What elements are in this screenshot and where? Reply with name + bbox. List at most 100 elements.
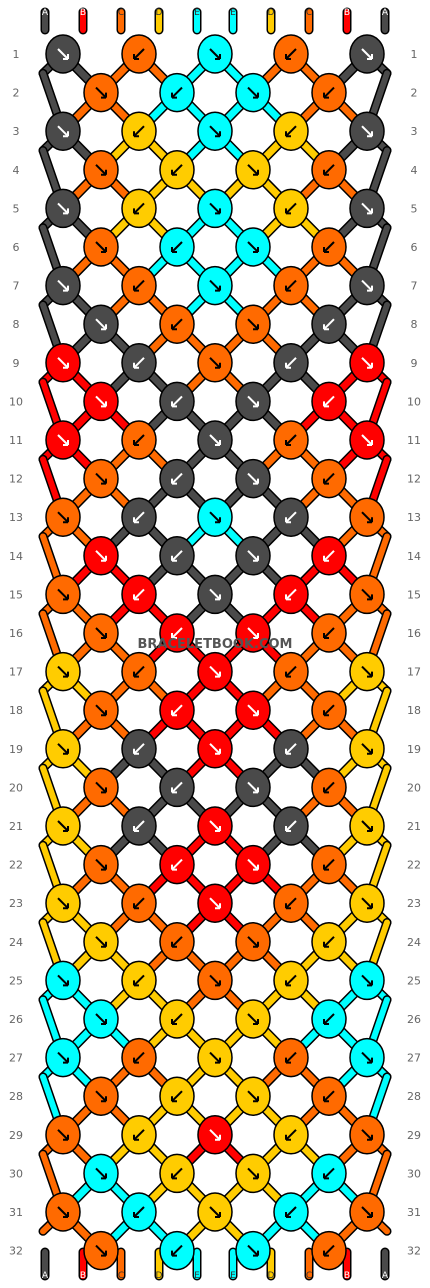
knot-arrow-icon [247,550,259,562]
knot [159,1153,195,1194]
knot-arrowhead-icon [323,478,329,485]
knot [349,188,385,229]
knot-arrow-icon [247,627,259,639]
knot-arrow-icon [57,1129,69,1141]
knot [45,265,81,306]
bottom-string-label: D [268,1271,275,1281]
knot-arrow-icon [361,279,373,292]
knot [159,304,195,344]
knot-arrow-icon [95,164,107,176]
row-number-right: 7 [411,280,418,293]
knot-arrow-icon [57,1051,69,1064]
row-number-left: 29 [9,1129,23,1142]
knot-arrowhead-icon [171,169,177,176]
row-number-left: 8 [13,318,20,331]
knot-arrow-icon [209,1206,221,1218]
knot [159,999,195,1039]
knot-arrowhead-icon [285,748,291,755]
knot [311,458,347,499]
row-number-right: 31 [407,1206,421,1219]
knot-arrow-icon [171,241,183,253]
knot-arrow-icon [285,511,297,523]
knot [349,651,385,692]
knot [121,188,157,229]
knot [121,497,157,537]
knot [83,150,119,190]
knot-arrow-icon [171,318,183,330]
row-number-left: 24 [9,936,23,949]
knot-arrow-icon [209,202,221,215]
knot-arrowhead-icon [171,1019,177,1025]
knot-arrowhead-icon [367,980,373,987]
knot-arrow-icon [57,357,69,369]
knot-arrow-icon [323,858,335,871]
knot-arrow-icon [57,897,69,909]
knot-arrowhead-icon [171,787,177,794]
row-number-left: 3 [13,125,20,138]
knot-arrow-icon [247,1244,259,1257]
knot-arrow-icon [361,125,373,137]
top-string-label: E [194,8,200,18]
knot [311,72,347,113]
knot [45,497,81,537]
knot-arrowhead-icon [367,1134,373,1141]
knot-arrow-icon [95,395,107,408]
knot [121,960,157,1001]
knot [159,227,195,267]
knot-arrow-icon [133,279,145,292]
knot-arrowhead-icon [253,1173,259,1180]
knot-arrow-icon [247,1090,259,1102]
knot-arrowhead-icon [367,131,373,138]
knot-arrow-icon [361,743,373,755]
knot-arrowhead-icon [133,1212,139,1218]
knot-arrow-icon [323,1013,335,1025]
knot-arrowhead-icon [253,864,259,871]
knot-arrowhead-icon [171,941,177,948]
knot [311,613,347,653]
knot-arrowhead-icon [63,131,69,138]
knot-arrow-icon [57,820,69,832]
knot-arrowhead-icon [367,440,373,446]
knot [311,381,347,422]
knot-arrow-icon [361,820,373,832]
knot-arrow-icon [171,550,183,562]
row-number-right: 8 [411,318,418,331]
knot-arrow-icon [361,357,373,369]
knot-arrow-icon [247,1167,259,1180]
knot [197,1037,233,1078]
knot [83,613,119,653]
knot [235,1230,271,1271]
knot-arrowhead-icon [253,401,259,408]
knot-arrow-icon [95,858,107,871]
knot-arrowhead-icon [323,169,329,176]
knot-arrowhead-icon [367,1212,373,1218]
knot [159,844,195,885]
knot-arrowhead-icon [285,517,291,524]
knot-arrowhead-icon [367,362,373,369]
knot-arrow-icon [57,434,69,446]
knot-arrow-icon [95,1090,107,1102]
knot-arrow-icon [133,743,145,755]
row-number-left: 14 [9,550,23,563]
knot-arrow-icon [361,1206,373,1218]
row-number-right: 19 [407,743,421,756]
knot-arrowhead-icon [323,1173,329,1180]
knot [121,1037,157,1078]
row-number-left: 19 [9,743,23,756]
knot-arrow-icon [361,511,373,523]
knot [349,265,385,306]
knot [349,497,385,537]
knot [349,883,385,923]
knot-arrowhead-icon [323,941,329,948]
knot-arrow-icon [323,86,335,99]
knot-arrow-icon [323,550,335,562]
knot-arrowhead-icon [367,1057,373,1064]
knot [121,651,157,692]
knot-arrowhead-icon [171,401,177,408]
row-number-right: 13 [407,511,421,524]
knot-arrow-icon [95,936,107,948]
knot [159,150,195,190]
knot-arrow-icon [133,1051,145,1064]
knot-arrow-icon [285,974,297,987]
knot [197,651,233,692]
